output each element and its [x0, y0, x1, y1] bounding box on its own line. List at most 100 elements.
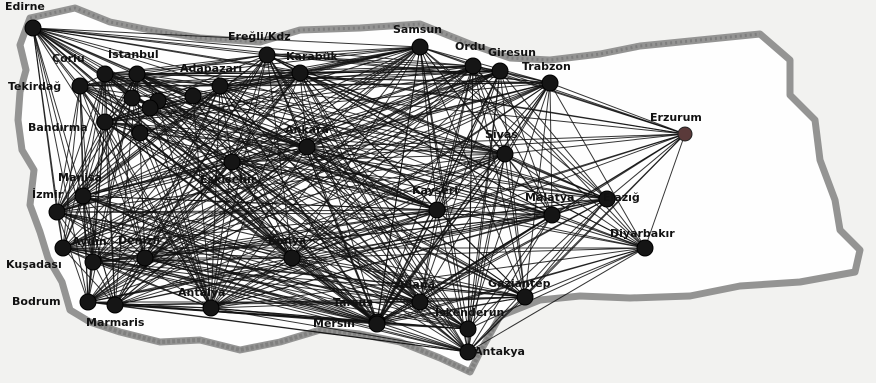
edge-marmaris-antakya — [114, 304, 469, 353]
edge-mersin-iskenderun — [376, 323, 469, 330]
city-label-aydin: Aydın — [72, 235, 107, 248]
edge-karabuk-antalya — [210, 72, 301, 309]
city-node-antakya — [459, 343, 477, 361]
edge-kayseri-mersin — [376, 209, 438, 325]
city-node-erzurum — [677, 126, 693, 142]
edge-diyarbakir-konya — [291, 247, 646, 259]
edge-ordu-bandirma — [104, 65, 474, 123]
edge-izmir-bodrum — [56, 211, 89, 303]
edge-elazig-antalya — [210, 198, 608, 309]
edge-adapazari-marmaris — [114, 85, 221, 306]
edge-erzurum-ankara — [306, 133, 686, 148]
edge-trabzon-manisa — [82, 82, 551, 197]
edge-giresun-trabzon — [499, 70, 551, 84]
edge-kusadasi-marmaris — [62, 247, 116, 306]
city-node-iskenderun — [459, 320, 477, 338]
city-node-samsun — [411, 38, 429, 56]
city-label-samsun: Samsun — [393, 23, 442, 36]
edge-diyarbakir-antakya — [467, 247, 646, 353]
city-node-sivas — [496, 145, 514, 163]
city-node-kayseri — [428, 201, 446, 219]
edge-junction-3-antalya — [139, 132, 212, 309]
edge-edirne-samsun — [32, 27, 421, 48]
edge-konya-bodrum — [87, 257, 293, 303]
edge-corlu-adapazari — [104, 73, 221, 87]
edge-konya-iskenderun — [291, 257, 469, 330]
edge-malatya-bodrum — [87, 214, 553, 303]
edge-sivas-elazig — [504, 153, 608, 200]
city-label-malatya: Malatya — [525, 191, 574, 204]
edge-ankara-sivas — [306, 146, 506, 155]
city-node-aydin — [84, 253, 102, 271]
city-node-konya — [283, 249, 301, 267]
city-label-giresun: Giresun — [488, 46, 536, 59]
edge-junction-1-ankara — [157, 100, 308, 148]
city-node-marmaris — [106, 296, 124, 314]
city-node-karabuk — [291, 64, 309, 82]
city-label-eskisehir: Eskişehir — [200, 173, 257, 186]
edge-giresun-bodrum — [87, 70, 501, 303]
edge-bandirma-marmaris — [104, 121, 116, 306]
city-label-kayseri: Kayseri — [412, 184, 458, 197]
edge-giresun-kayseri — [436, 70, 501, 211]
city-label-edirne: Edirne — [5, 0, 45, 13]
edge-antalya-antakya — [210, 307, 469, 353]
edge-corlu-malatya — [104, 73, 553, 216]
edge-junction-3-edirne — [32, 27, 141, 134]
edge-karabuk-antakya — [299, 72, 469, 353]
edge-elazig-iskenderun — [467, 198, 608, 330]
edge-sivas-kayseri — [436, 153, 506, 211]
city-label-kusadasi: Kuşadası — [6, 258, 62, 271]
city-label-karabuk: Karabük — [286, 50, 338, 63]
edge-junction-3-ankara — [139, 132, 308, 148]
edge-ankara-diyarbakir — [306, 146, 646, 249]
edge-adana-gaziantep — [419, 296, 526, 303]
edge-junction-1-kayseri — [157, 100, 438, 211]
edge-kusadasi-antakya — [62, 247, 469, 353]
edge-tekirdag-kusadasi — [62, 85, 81, 249]
city-label-adana: Adana — [396, 278, 435, 291]
edge-samsun-marmaris — [114, 46, 421, 306]
edge-ordu-malatya — [472, 65, 553, 216]
city-node-adapazari — [211, 77, 229, 95]
city-label-tarsus: Tarsus — [333, 296, 373, 309]
city-label-trabzon: Trabzon — [522, 60, 571, 73]
city-label-tekirdag: Tekirdağ — [8, 80, 61, 93]
edge-izmir-denizli — [56, 211, 146, 259]
edge-kayseri-elazig — [436, 198, 608, 211]
edge-junction-4-kayseri — [149, 107, 438, 211]
city-node-corlu — [96, 65, 114, 83]
edge-samsun-antakya — [419, 46, 469, 353]
edge-konya-kusadasi — [62, 247, 293, 259]
edge-junction-2-kayseri — [192, 95, 438, 211]
edge-ankara-marmaris — [114, 146, 308, 306]
edge-adapazari-erzurum — [219, 85, 686, 135]
edge-malatya-iskenderun — [467, 214, 553, 330]
node-layer — [24, 19, 693, 361]
edge-izmir-mersin — [56, 211, 378, 325]
city-label-antalya: Antalya — [178, 286, 225, 299]
city-node-manisa — [74, 187, 92, 205]
edge-marmaris-antalya — [114, 304, 212, 309]
city-label-diyarbakir: Diyarbakır — [610, 227, 675, 240]
edge-samsun-antalya — [210, 46, 421, 309]
edge-junction-4-konya — [149, 107, 293, 259]
edge-samsun-trabzon — [419, 46, 551, 84]
edge-junction-3-samsun — [139, 46, 421, 134]
city-label-iskenderun: İskenderun — [435, 305, 504, 319]
edge-aydin-antakya — [92, 261, 469, 353]
edge-erzurum-sivas — [504, 133, 686, 155]
edge-adana-iskenderun — [419, 301, 469, 330]
edge-mersin-gaziantep — [376, 296, 526, 325]
edge-marmaris-gaziantep — [114, 296, 526, 306]
edge-konya-gaziantep — [291, 257, 526, 298]
edge-istanbul-kusadasi — [62, 73, 138, 249]
edge-tekirdag-izmir — [56, 85, 81, 213]
city-label-mersin: Mersin — [313, 317, 355, 330]
city-node-eskisehir — [223, 153, 241, 171]
south-coast-shading — [89, 315, 502, 375]
edge-tarsus-antakya — [376, 321, 469, 353]
junction-node — [141, 99, 159, 117]
edge-malatya-denizli — [144, 214, 553, 259]
